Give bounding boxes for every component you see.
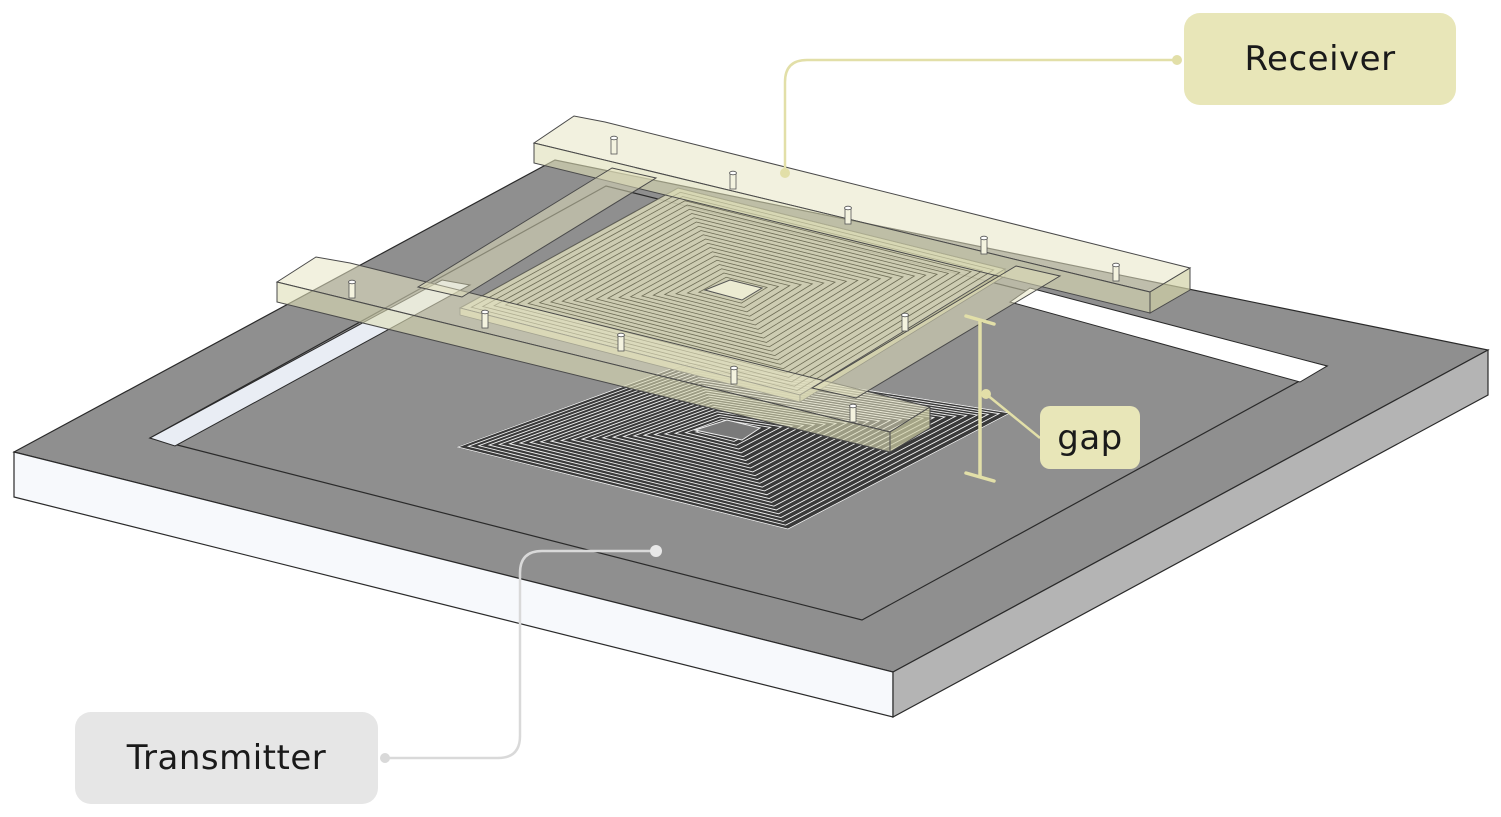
pin-cap bbox=[610, 135, 618, 141]
pin bbox=[617, 334, 625, 352]
coil-turn bbox=[572, 230, 893, 352]
pin bbox=[481, 311, 489, 329]
transmitter-leader-dot-end bbox=[380, 753, 390, 763]
transmitter-leader-line bbox=[385, 549, 656, 760]
pin-cap bbox=[1112, 262, 1120, 268]
coil-turn bbox=[684, 419, 772, 446]
receiver-housing-upper bbox=[532, 115, 1192, 314]
pin bbox=[610, 137, 618, 155]
coil-turn bbox=[518, 377, 947, 507]
pin bbox=[1112, 264, 1120, 282]
pin-cap bbox=[348, 279, 356, 285]
pin bbox=[844, 207, 852, 225]
coil-turn bbox=[584, 234, 882, 348]
coil-turn bbox=[663, 264, 803, 317]
coil-turn bbox=[549, 221, 916, 361]
gap-leader-line bbox=[985, 393, 1041, 439]
gap-leader-dot-start bbox=[981, 389, 991, 399]
coil-turn bbox=[686, 272, 780, 308]
coil-turn bbox=[595, 238, 871, 343]
receiver-crossbar-right bbox=[810, 265, 1062, 399]
coil-turn bbox=[673, 416, 783, 450]
pin bbox=[980, 237, 988, 255]
pin-cap bbox=[980, 235, 988, 241]
base-side-face bbox=[892, 348, 1489, 719]
coil-turn bbox=[477, 366, 990, 522]
coil-turn bbox=[528, 379, 936, 503]
pin-cap bbox=[849, 403, 857, 409]
receiver-leader-dot-start bbox=[780, 168, 790, 178]
coil-turn bbox=[466, 364, 1001, 526]
pin-cap bbox=[729, 170, 737, 176]
transmitter-coil-center-pad bbox=[693, 419, 762, 441]
coil-turn bbox=[640, 255, 825, 326]
coil-turn bbox=[487, 369, 979, 519]
pin-cap bbox=[481, 309, 489, 315]
pin bbox=[849, 405, 857, 423]
transmitter-label-text: Transmitter bbox=[126, 738, 327, 778]
coil-turn bbox=[538, 217, 927, 365]
coil-turn bbox=[629, 251, 837, 330]
transmitter-leader-dot-start bbox=[650, 545, 662, 557]
receiver-coil-center-pad bbox=[703, 279, 764, 301]
coil-turn bbox=[527, 213, 939, 370]
receiver-pins bbox=[348, 135, 1120, 423]
pin bbox=[729, 172, 737, 190]
receiver-housing-lower bbox=[275, 256, 932, 453]
coil-turn bbox=[561, 225, 905, 357]
transmitter-label: Transmitter bbox=[75, 712, 378, 804]
pin bbox=[348, 281, 356, 299]
receiver-crossbar-left bbox=[416, 167, 658, 298]
receiver-label: Receiver bbox=[1184, 13, 1456, 105]
gap-label-text: gap bbox=[1057, 417, 1123, 458]
coil-turn bbox=[652, 259, 814, 322]
pin-cap bbox=[617, 332, 625, 338]
pin bbox=[730, 367, 738, 385]
receiver-leader-dot-end bbox=[1172, 55, 1182, 65]
pin-cap bbox=[901, 312, 909, 318]
coil-turn bbox=[606, 242, 859, 339]
receiver-leader-line bbox=[783, 58, 1177, 173]
pin-cap bbox=[844, 205, 852, 211]
gap-label: gap bbox=[1040, 406, 1140, 469]
receiver-assembly bbox=[275, 115, 1192, 453]
coil-turn bbox=[675, 268, 791, 313]
dimension-bracket-icon bbox=[964, 314, 996, 483]
receiver-label-text: Receiver bbox=[1244, 39, 1396, 79]
coil-turn bbox=[697, 276, 769, 304]
coil-turn bbox=[497, 371, 968, 515]
coil-turn bbox=[508, 374, 957, 511]
pin-cap bbox=[730, 365, 738, 371]
coil-turn bbox=[618, 247, 848, 335]
pin bbox=[901, 314, 909, 332]
